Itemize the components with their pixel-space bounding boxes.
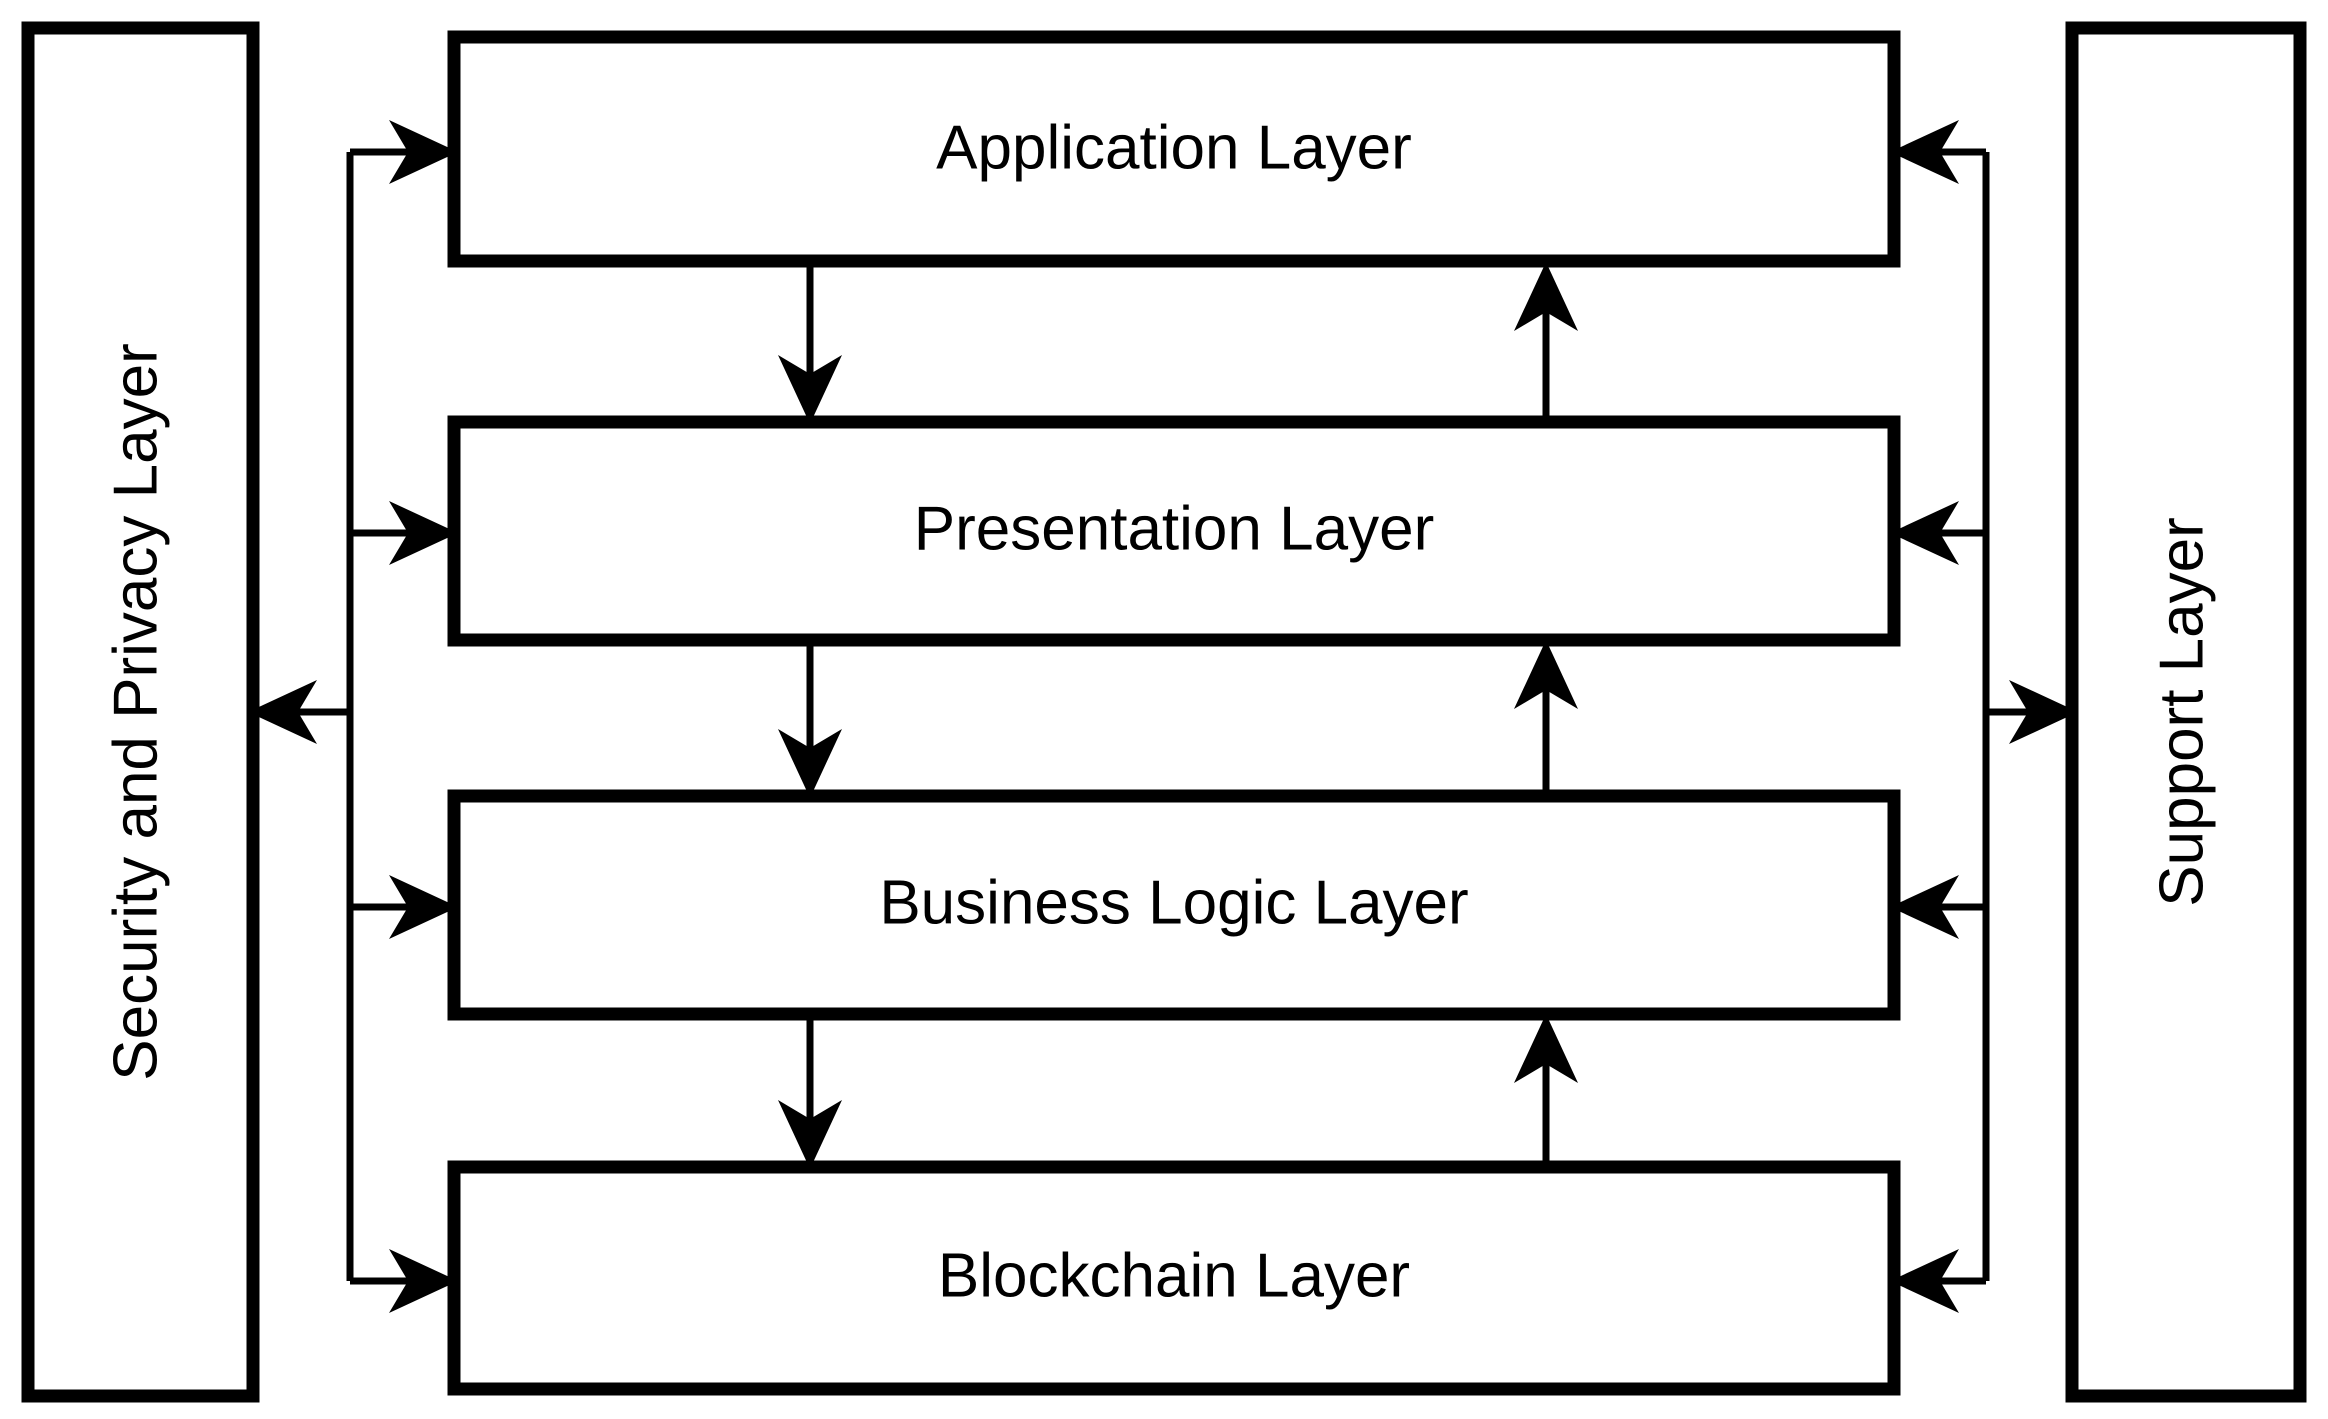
layer-box-presentation[interactable]: Presentation Layer — [447, 415, 1901, 647]
application-layer-box[interactable] — [447, 30, 1901, 268]
support-box[interactable] — [2065, 21, 2307, 1403]
arrow-head-up-icon — [1514, 640, 1578, 709]
arrow-head-right-icon — [389, 501, 458, 565]
upward-flow-arrow-presentation-to-application — [1514, 262, 1578, 424]
business-logic-layer-label: Business Logic Layer — [879, 868, 1468, 937]
security-and-privacy-label: Security and Privacy Layer — [101, 343, 170, 1080]
business-logic-layer-box[interactable] — [447, 789, 1901, 1021]
side-panel-support[interactable]: Support Layer — [2065, 21, 2307, 1403]
downward-flow-arrow-application-to-presentation — [778, 262, 842, 424]
layer-box-application[interactable]: Application Layer — [447, 30, 1901, 268]
support-bus — [1890, 120, 2078, 1313]
security-bus — [248, 120, 458, 1313]
arrow-head-left-icon — [1890, 120, 1959, 184]
arrow-head-right-icon — [389, 875, 458, 939]
upward-flow-arrow-blockchain-to-business — [1514, 1014, 1578, 1169]
arrow-head-left-icon — [1890, 875, 1959, 939]
application-layer-label: Application Layer — [936, 113, 1412, 182]
upward-flow-arrow-business-to-presentation — [1514, 640, 1578, 798]
arrow-head-down-icon — [778, 1100, 842, 1169]
layer-box-blockchain[interactable]: Blockchain Layer — [447, 1160, 1901, 1396]
arrow-head-left-icon — [1890, 501, 1959, 565]
downward-flow-arrow-presentation-to-business — [778, 640, 842, 798]
side-panel-security-and-privacy[interactable]: Security and Privacy Layer — [21, 21, 260, 1403]
arrow-head-right-icon — [2009, 680, 2078, 744]
arrow-head-up-icon — [1514, 262, 1578, 331]
arrow-head-right-icon — [389, 120, 458, 184]
blockchain-layer-box[interactable] — [447, 1160, 1901, 1396]
presentation-layer-box[interactable] — [447, 415, 1901, 647]
downward-flow-arrow-business-to-blockchain — [778, 1014, 842, 1169]
blockchain-layer-label: Blockchain Layer — [938, 1241, 1410, 1310]
arrow-head-down-icon — [778, 355, 842, 424]
arrow-head-up-icon — [1514, 1014, 1578, 1083]
arrow-head-left-icon — [1890, 1249, 1959, 1313]
support-label: Support Layer — [2147, 517, 2216, 906]
layer-box-business-logic[interactable]: Business Logic Layer — [447, 789, 1901, 1021]
arrow-head-down-icon — [778, 729, 842, 798]
security-and-privacy-box[interactable] — [21, 21, 260, 1403]
arrow-head-left-icon — [248, 680, 317, 744]
presentation-layer-label: Presentation Layer — [914, 494, 1434, 563]
arrow-head-right-icon — [389, 1249, 458, 1313]
